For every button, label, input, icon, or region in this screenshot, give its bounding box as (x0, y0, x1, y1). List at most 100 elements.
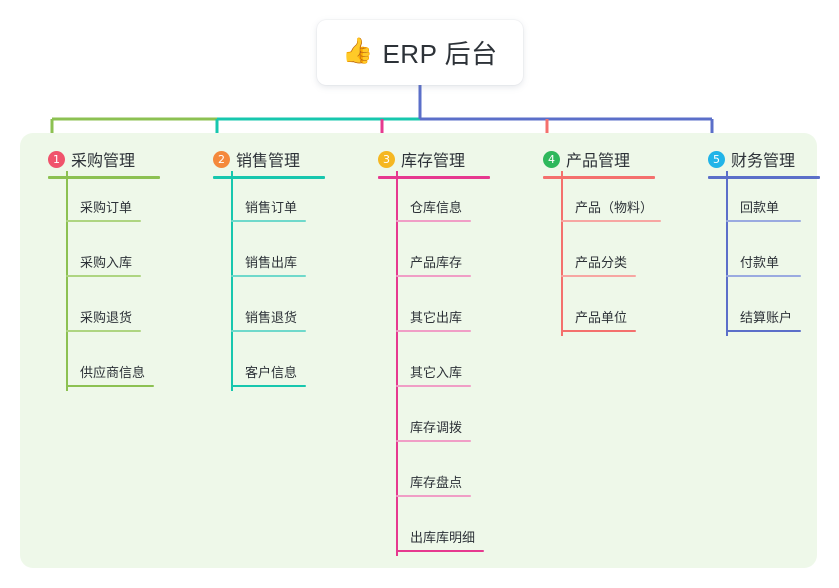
leaf-item[interactable]: 产品分类 (529, 226, 636, 281)
branch-spine-product (561, 171, 563, 336)
branch-header-rule-finance (708, 176, 820, 179)
branch-spine-purchasing (66, 171, 68, 391)
leaf-item[interactable]: 销售订单 (199, 171, 306, 226)
leaf-item[interactable]: 出库库明细 (364, 501, 484, 556)
branch-header-rule-product (543, 176, 655, 179)
root-node[interactable]: 👍 ERP 后台 (317, 20, 523, 85)
leaf-label: 结算账户 (740, 310, 793, 325)
leaf-rule (66, 330, 141, 332)
leaf-label: 销售出库 (245, 255, 298, 270)
leaf-rule (726, 330, 801, 332)
leaf-label: 库存调拨 (410, 420, 463, 435)
leaf-item[interactable]: 产品库存 (364, 226, 471, 281)
leaf-item[interactable]: 其它入库 (364, 336, 471, 391)
leaf-label: 供应商信息 (80, 365, 146, 380)
branch-header-sales[interactable]: 2 销售管理 (199, 147, 325, 179)
leaf-item[interactable]: 其它出库 (364, 281, 471, 336)
leaf-item[interactable]: 回款单 (694, 171, 801, 226)
branch-title-product: 产品管理 (566, 153, 631, 170)
leaf-rule (726, 220, 801, 222)
leaf-rule (396, 385, 471, 387)
leaf-item[interactable]: 采购退货 (34, 281, 141, 336)
branch-badge-icon-purchasing: 1 (48, 150, 65, 168)
leaf-rule (66, 220, 141, 222)
branch-title-sales: 销售管理 (236, 153, 301, 170)
leaf-item[interactable]: 结算账户 (694, 281, 801, 336)
leaf-item[interactable]: 库存调拨 (364, 391, 471, 446)
branch-badge-icon-sales: 2 (213, 150, 230, 168)
leaf-rule (561, 220, 661, 222)
branch-column-finance: 5 财务管理回款单付款单结算账户 (694, 147, 820, 336)
leaf-rule (66, 385, 154, 387)
branch-title-purchasing: 采购管理 (71, 153, 136, 170)
leaf-rule (396, 220, 471, 222)
leaf-item[interactable]: 客户信息 (199, 336, 306, 391)
branch-header-finance[interactable]: 5 财务管理 (694, 147, 820, 179)
branch-column-purchasing: 1 采购管理采购订单采购入库采购退货供应商信息 (34, 147, 160, 391)
branch-leaf-list-purchasing: 采购订单采购入库采购退货供应商信息 (34, 171, 154, 391)
leaf-label: 出库库明细 (410, 530, 476, 545)
branch-header-rule-sales (213, 176, 325, 179)
branch-header-inventory[interactable]: 3 库存管理 (364, 147, 490, 179)
branch-badge-icon-inventory: 3 (378, 150, 395, 168)
leaf-label: 产品库存 (410, 255, 463, 270)
branch-column-sales: 2 销售管理销售订单销售出库销售退货客户信息 (199, 147, 325, 391)
leaf-rule (396, 495, 471, 497)
thumbs-up-icon: 👍 (342, 37, 374, 65)
branch-column-product: 4 产品管理产品（物料） 产品分类产品单位 (529, 147, 661, 336)
leaf-label: 客户信息 (245, 365, 298, 380)
leaf-label: 其它入库 (410, 365, 463, 380)
branch-title-inventory: 库存管理 (401, 153, 466, 170)
branch-spine-finance (726, 171, 728, 336)
leaf-label: 采购入库 (80, 255, 133, 270)
leaf-item[interactable]: 采购入库 (34, 226, 141, 281)
leaf-rule (396, 330, 471, 332)
branch-header-purchasing[interactable]: 1 采购管理 (34, 147, 160, 179)
leaf-label: 库存盘点 (410, 475, 463, 490)
leaf-item[interactable]: 销售出库 (199, 226, 306, 281)
leaf-label: 回款单 (740, 200, 780, 215)
leaf-item[interactable]: 供应商信息 (34, 336, 154, 391)
leaf-label: 销售退货 (245, 310, 298, 325)
leaf-label: 仓库信息 (410, 200, 463, 215)
branch-badge-icon-product: 4 (543, 150, 560, 168)
leaf-item[interactable]: 仓库信息 (364, 171, 471, 226)
leaf-label: 采购退货 (80, 310, 133, 325)
leaf-label: 产品分类 (575, 255, 628, 270)
branch-spine-inventory (396, 171, 398, 556)
leaf-rule (561, 330, 636, 332)
branch-column-inventory: 3 库存管理仓库信息产品库存其它出库其它入库库存调拨库存盘点出库库明细 (364, 147, 490, 556)
root-title: ERP 后台 (382, 39, 498, 69)
leaf-item[interactable]: 销售退货 (199, 281, 306, 336)
leaf-rule (561, 275, 636, 277)
leaf-label: 销售订单 (245, 200, 298, 215)
leaf-rule (231, 220, 306, 222)
leaf-rule (396, 275, 471, 277)
leaf-label: 其它出库 (410, 310, 463, 325)
branch-leaf-list-sales: 销售订单销售出库销售退货客户信息 (199, 171, 306, 391)
leaf-item[interactable]: 采购订单 (34, 171, 141, 226)
leaf-rule (396, 550, 484, 552)
branch-header-product[interactable]: 4 产品管理 (529, 147, 655, 179)
branch-header-rule-purchasing (48, 176, 160, 179)
leaf-label: 产品（物料） (575, 200, 654, 215)
leaf-rule (396, 440, 471, 442)
branch-leaf-list-finance: 回款单付款单结算账户 (694, 171, 801, 336)
leaf-rule (726, 275, 801, 277)
leaf-item[interactable]: 付款单 (694, 226, 801, 281)
branch-header-rule-inventory (378, 176, 490, 179)
branch-leaf-list-inventory: 仓库信息产品库存其它出库其它入库库存调拨库存盘点出库库明细 (364, 171, 484, 556)
leaf-item[interactable]: 产品单位 (529, 281, 636, 336)
branch-spine-sales (231, 171, 233, 391)
branch-title-finance: 财务管理 (731, 153, 796, 170)
branch-badge-icon-finance: 5 (708, 150, 725, 168)
leaf-rule (231, 330, 306, 332)
leaf-rule (66, 275, 141, 277)
branch-leaf-list-product: 产品（物料） 产品分类产品单位 (529, 171, 661, 336)
leaf-label: 产品单位 (575, 310, 628, 325)
leaf-item[interactable]: 库存盘点 (364, 446, 471, 501)
leaf-item[interactable]: 产品（物料） (529, 171, 661, 226)
leaf-label: 付款单 (740, 255, 780, 270)
leaf-label: 采购订单 (80, 200, 133, 215)
